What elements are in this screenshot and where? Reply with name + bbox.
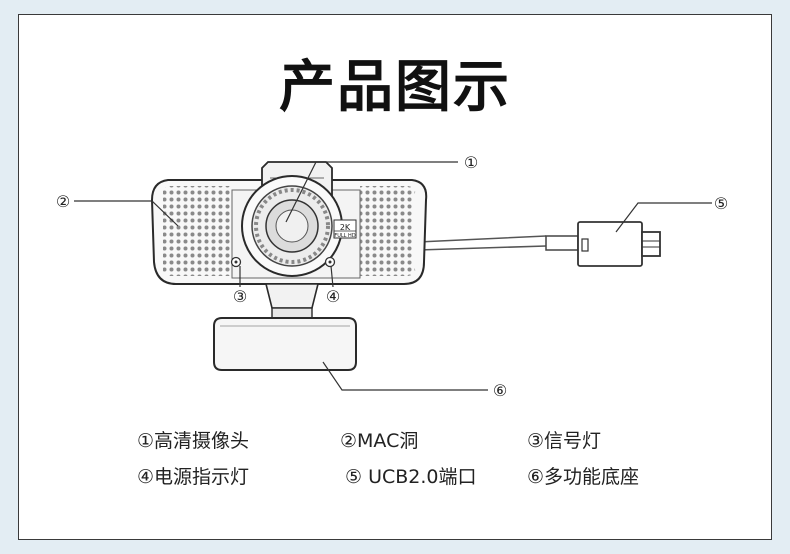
usb-plug [577,221,661,267]
svg-text:2K: 2K [340,223,351,232]
callout-5: ⑤ [714,194,728,213]
callout-1: ① [464,153,478,172]
resolution-badge: 2K FULL HD [333,219,357,239]
svg-text:FULL HD: FULL HD [334,233,355,239]
power-light-icon [324,256,336,268]
usb-cable [417,235,579,251]
signal-light-icon [230,256,242,268]
legend-item-mac-hole: ②MAC洞 [340,430,419,452]
callout-4: ④ [326,287,340,306]
base [213,317,357,371]
hinge [264,283,320,319]
legend-item-base: ⑥多功能底座 [527,466,640,488]
callout-6: ⑥ [493,381,507,400]
legend-item-signal-light: ③信号灯 [527,430,602,452]
callout-3: ③ [233,287,247,306]
legend-item-hd-camera: ①高清摄像头 [137,430,250,452]
lens-icon [241,175,343,277]
page-title: 产品图示 [279,55,511,120]
left-grille [163,186,232,276]
leader-lines [74,161,712,391]
callout-2: ② [56,192,70,211]
right-grille [360,186,416,276]
legend-item-power-light: ④电源指示灯 [137,466,250,488]
legend-item-usb-port: ⑤ UCB2.0端口 [345,466,477,488]
